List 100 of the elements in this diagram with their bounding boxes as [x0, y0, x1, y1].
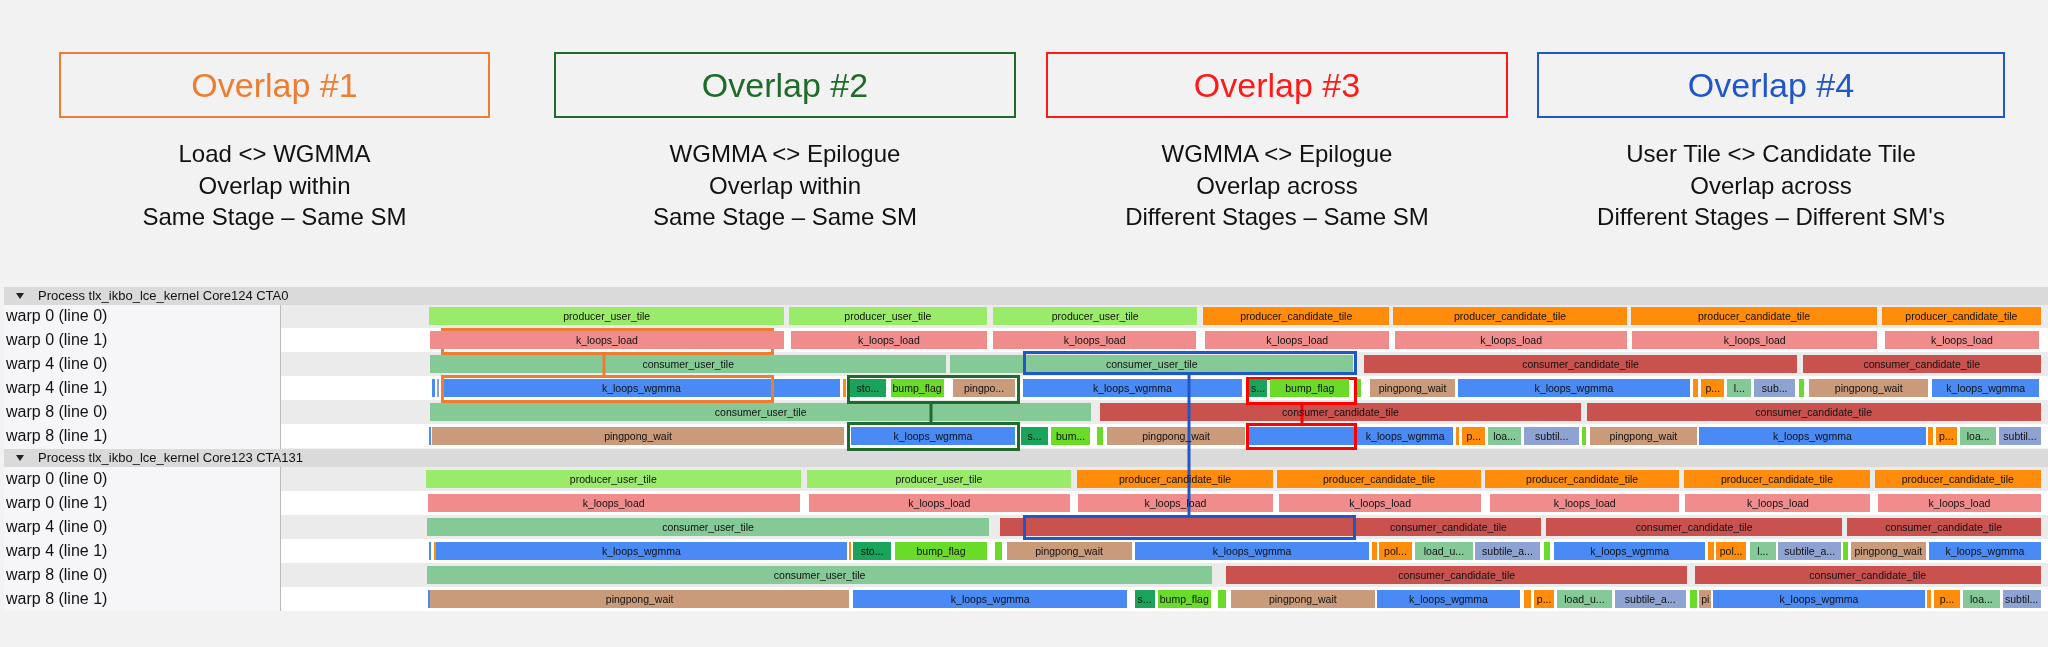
trace-slice — [1203, 307, 1390, 325]
slice-label: producer_candidate_tile — [1905, 310, 2018, 322]
slice-label: consumer_candidate_tile — [1885, 521, 2003, 533]
overlap-title-box — [59, 52, 490, 118]
trace-slice — [1778, 542, 1841, 560]
trace-slice — [1713, 590, 1925, 608]
slice-label: pi — [1701, 593, 1710, 605]
trace-slice — [1727, 379, 1752, 397]
trace-slice — [993, 331, 1196, 349]
slice-label: consumer_candidate_tile — [1863, 358, 1981, 370]
slice-label: consumer_candidate_tile — [1809, 569, 1927, 581]
trace-slice — [1277, 470, 1481, 488]
trace-slice — [1279, 494, 1481, 512]
slice-label: k_loops_load — [1266, 334, 1329, 346]
slice-label: pol... — [1719, 545, 1743, 557]
trace-slice — [1378, 542, 1412, 560]
slice-label: p... — [1939, 430, 1954, 442]
highlight-frame — [441, 375, 774, 403]
slice-label: s... — [1251, 381, 1266, 394]
slice-label: k_loops_wgmma — [1945, 545, 2025, 557]
slice-label: consumer_user_tile — [662, 521, 754, 533]
connector-line — [1187, 375, 1191, 515]
trace-slice — [894, 542, 987, 560]
trace-slice — [1963, 590, 2000, 608]
slice-label: k_loops_load — [1723, 334, 1786, 346]
trace-slice — [1553, 542, 1706, 560]
slice-label: subtil... — [2005, 593, 2039, 605]
trace-slice — [430, 590, 850, 608]
overlap-description: Overlap within — [198, 170, 351, 201]
slice-label: pingpong_wait — [1035, 545, 1103, 557]
trace-slice — [1802, 355, 2041, 373]
trace-slice — [1270, 378, 1350, 397]
trace-slice — [1846, 518, 2041, 536]
slice-label: pingpo... — [963, 381, 1005, 394]
trace-slice — [790, 331, 987, 349]
highlight-frame — [1246, 423, 1357, 450]
trace-slice — [1750, 542, 1776, 560]
trace-slice — [1701, 379, 1725, 397]
row-label: warp 8 (line 1) — [6, 427, 108, 445]
slice-label: k_loops_load — [1747, 497, 1809, 509]
slice-label: pingpong_wait — [1834, 382, 1903, 394]
trace-slice — [1614, 590, 1686, 608]
slice-label: k_loops_load — [857, 334, 920, 346]
trace-slice — [853, 590, 1128, 608]
row-label: warp 0 (line 0) — [6, 307, 108, 325]
trace-slice — [1205, 331, 1390, 349]
trace-slice — [1685, 494, 1871, 512]
slice-label: pingpong_wait — [1609, 430, 1678, 442]
trace-slice — [1020, 427, 1049, 445]
slice-label: producer_candidate_tile — [1720, 473, 1834, 485]
trace-slice — [1524, 427, 1579, 445]
connector-line — [929, 404, 933, 422]
trace-slice — [1874, 470, 2041, 488]
slice-label: k_loops_wgmma — [1590, 545, 1669, 557]
slice-label: producer_candidate_tile — [1323, 473, 1436, 485]
slice-label: loa... — [1966, 430, 1990, 442]
slice-label: producer_user_tile — [1051, 310, 1139, 322]
trace-slice — [1931, 379, 2040, 397]
slice-label: subtil... — [1535, 430, 1569, 442]
row-label: warp 8 (line 0) — [6, 566, 108, 584]
slice-label: subtil... — [2003, 430, 2037, 442]
trace-slice — [1023, 379, 1242, 397]
slice-label: pingpong_wait — [1268, 593, 1337, 605]
overlap-description: User Tile <> Candidate Tile — [1626, 139, 1916, 169]
overlap-title-box — [554, 52, 1016, 118]
overlap-title: Overlap #1 — [191, 65, 358, 105]
overlap-description: Overlap within — [708, 170, 862, 201]
slice-label: k_loops_wgmma — [1772, 430, 1852, 442]
slice-label: bump_flag — [1159, 593, 1209, 605]
trace-slice — [1557, 590, 1612, 608]
trace-slice — [1051, 427, 1090, 445]
overlap-description: Different Stages – Same SM — [1125, 202, 1429, 232]
slice-label: l... — [1757, 545, 1769, 557]
slice-label: producer_candidate_tile — [1526, 473, 1639, 485]
trace-slice — [1809, 379, 1929, 397]
slice-label: consumer_candidate_tile — [1398, 569, 1516, 581]
trace-slice — [1457, 379, 1691, 397]
trace-slice — [993, 307, 1198, 325]
trace-slice — [1099, 403, 1581, 421]
slice-label: consumer_candidate_tile — [1282, 406, 1399, 418]
trace-slice — [435, 542, 848, 560]
trace-slice — [1487, 427, 1522, 445]
trace-slice — [1395, 331, 1627, 349]
slice-label: subtile_a... — [1784, 545, 1836, 557]
slice-label: pingpong_wait — [1378, 382, 1447, 394]
trace-slice — [1632, 331, 1878, 349]
trace-slice — [1884, 331, 2040, 349]
row-label: warp 4 (line 1) — [6, 379, 108, 397]
trace-slice — [1230, 590, 1375, 608]
trace-slice — [430, 403, 1092, 421]
slice-label: k_loops_load — [1553, 497, 1616, 509]
slice-label: consumer_candidate_tile — [1522, 358, 1639, 370]
trace-slice — [1006, 542, 1132, 560]
slice-label: k_loops_load — [1931, 334, 1993, 346]
row-label: warp 0 (line 1) — [6, 331, 108, 349]
trace-slice — [1485, 470, 1680, 488]
trace-slice — [1754, 379, 1796, 397]
row-label: warp 4 (line 1) — [6, 542, 108, 560]
slice-label: pingpong_wait — [605, 593, 674, 605]
connector-line — [1300, 405, 1304, 423]
